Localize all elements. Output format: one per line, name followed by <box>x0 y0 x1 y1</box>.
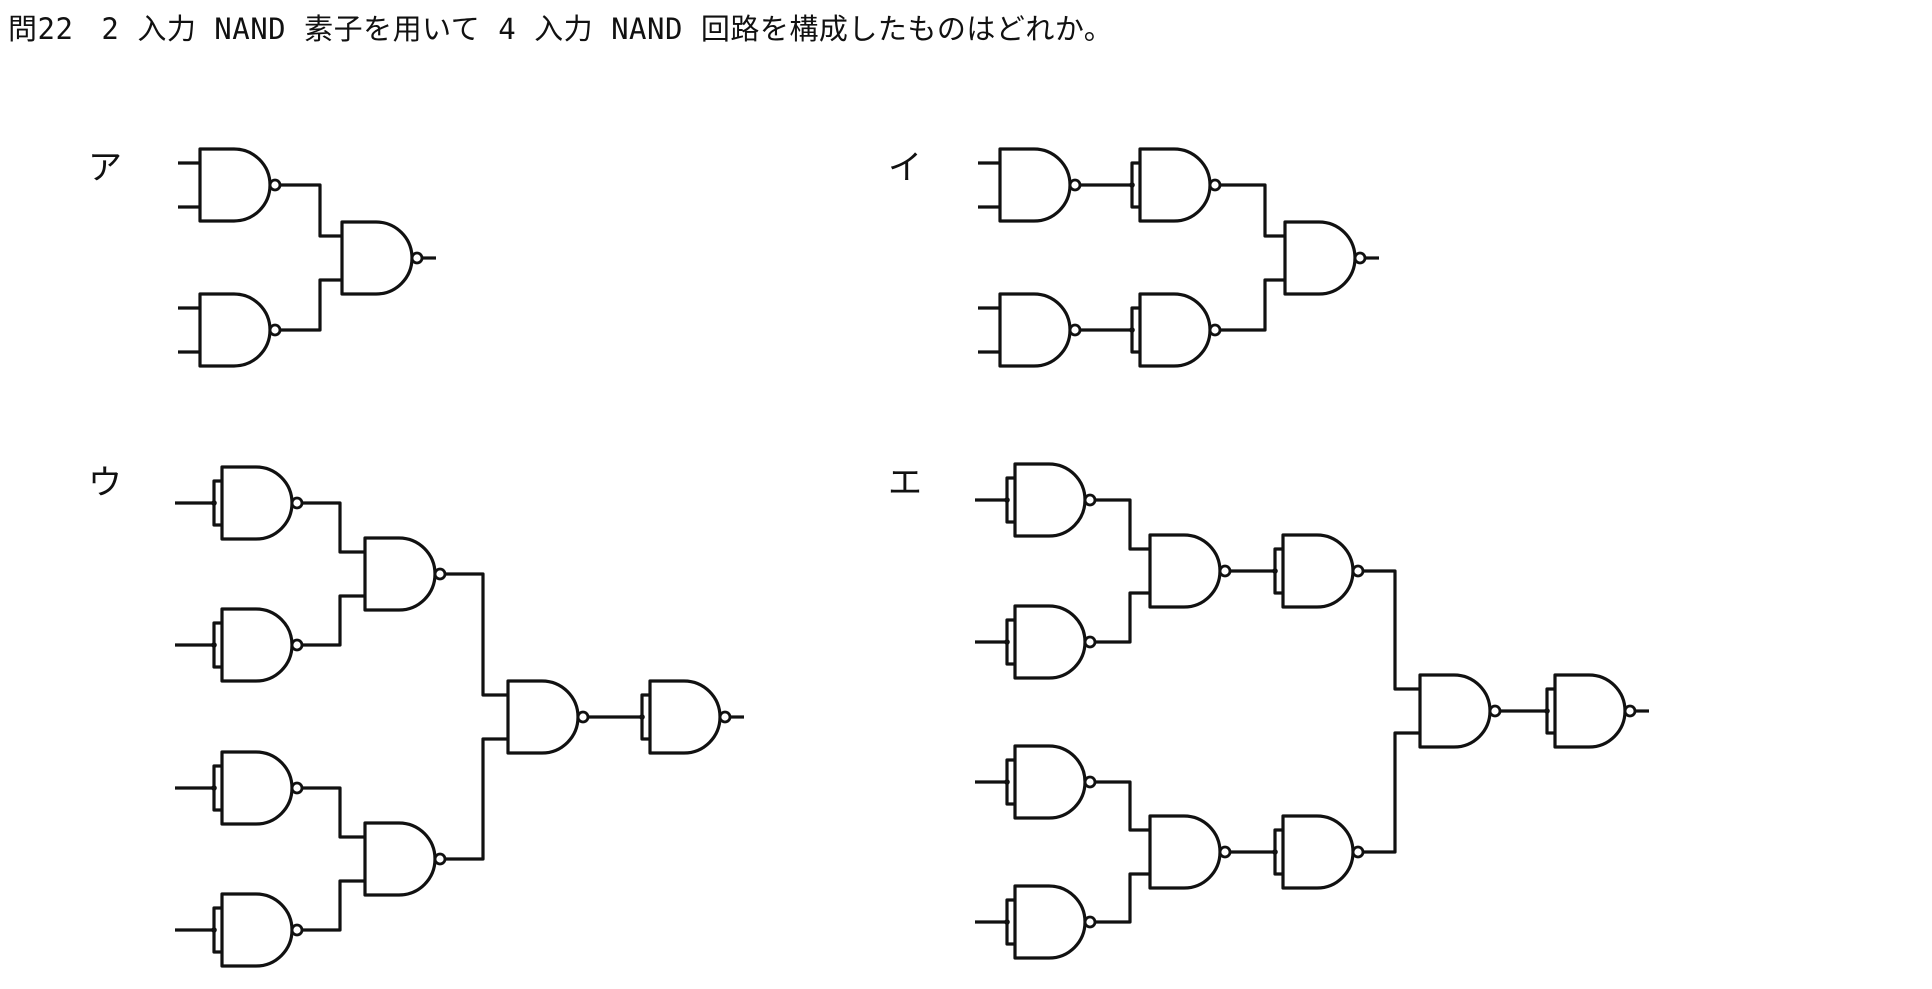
wire <box>302 501 365 554</box>
junction-dot <box>1129 327 1135 333</box>
nand-gate <box>1418 673 1492 749</box>
nand-gate <box>363 821 437 897</box>
nand-gate <box>1281 814 1355 890</box>
question-body: 2 入力 NAND 素子を用いて 4 入力 NAND 回路を構成したものはどれか… <box>101 12 1114 46</box>
option-label-a: ア <box>88 148 122 188</box>
inverter-bubble <box>1351 845 1365 859</box>
circuit-option-a <box>178 147 436 368</box>
wire <box>1095 780 1150 832</box>
inverter-bubble <box>268 178 282 192</box>
nand-gate <box>998 147 1072 223</box>
inverter-bubble <box>1351 564 1365 578</box>
nand-gate <box>1013 884 1087 960</box>
wire <box>302 594 365 647</box>
inverter-bubble <box>433 567 447 581</box>
nand-gate <box>648 679 722 755</box>
nand-gate <box>1148 814 1222 890</box>
question-number: 問22 <box>8 12 74 46</box>
wire <box>1363 731 1420 854</box>
nand-gate <box>1281 533 1355 609</box>
circuit-option-u <box>175 465 744 968</box>
wire <box>1095 591 1150 644</box>
nand-gate <box>220 750 294 826</box>
junction-dot <box>1004 639 1010 645</box>
junction-dot <box>211 927 217 933</box>
inverter-bubble <box>1623 704 1637 718</box>
nand-gate <box>1138 292 1212 368</box>
junction-dot <box>1129 182 1135 188</box>
circuit-option-i <box>978 147 1379 368</box>
wire <box>1095 872 1150 924</box>
option-label-i: イ <box>888 148 922 188</box>
nand-gate <box>998 292 1072 368</box>
wire <box>302 786 365 839</box>
inverter-bubble <box>1083 635 1097 649</box>
inverter-bubble <box>1218 845 1232 859</box>
inverter-bubble <box>290 923 304 937</box>
nand-gate <box>1138 147 1212 223</box>
inverter-bubble <box>1068 323 1082 337</box>
junction-dot <box>1272 568 1278 574</box>
inverter-bubble <box>718 710 732 724</box>
nand-gate <box>363 536 437 612</box>
nand-gate <box>198 147 272 223</box>
inverter-bubble <box>1488 704 1502 718</box>
nand-gate <box>220 465 294 541</box>
nand-gate <box>1013 744 1087 820</box>
nand-gate <box>340 220 414 296</box>
option-label-e: エ <box>888 463 922 503</box>
wire <box>445 572 508 697</box>
inverter-bubble <box>410 251 424 265</box>
nand-gate <box>1148 533 1222 609</box>
wire <box>1220 278 1285 332</box>
junction-dot <box>1004 497 1010 503</box>
wire <box>1095 498 1150 551</box>
option-label-u: ウ <box>88 463 122 503</box>
nand-gate <box>1553 673 1627 749</box>
nand-gate <box>1013 604 1087 680</box>
nand-gate <box>1283 220 1357 296</box>
inverter-bubble <box>1353 251 1367 265</box>
nand-gate <box>220 607 294 683</box>
inverter-bubble <box>1083 915 1097 929</box>
inverter-bubble <box>268 323 282 337</box>
junction-dot <box>1544 708 1550 714</box>
inverter-bubble <box>1083 493 1097 507</box>
wire <box>1220 183 1285 238</box>
nand-gate <box>506 679 580 755</box>
inverter-bubble <box>290 638 304 652</box>
circuit-option-e <box>975 462 1649 960</box>
inverter-bubble <box>1218 564 1232 578</box>
wire <box>445 737 508 861</box>
inverter-bubble <box>290 781 304 795</box>
junction-dot <box>1272 849 1278 855</box>
wire <box>280 278 342 332</box>
junction-dot <box>639 714 645 720</box>
wire <box>1363 569 1420 691</box>
junction-dot <box>211 785 217 791</box>
nand-gate <box>198 292 272 368</box>
nand-gate <box>220 892 294 968</box>
inverter-bubble <box>576 710 590 724</box>
wire <box>280 183 342 238</box>
junction-dot <box>211 500 217 506</box>
nand-gate <box>1013 462 1087 538</box>
inverter-bubble <box>1068 178 1082 192</box>
junction-dot <box>1004 919 1010 925</box>
inverter-bubble <box>1083 775 1097 789</box>
wire <box>302 879 365 932</box>
inverter-bubble <box>290 496 304 510</box>
inverter-bubble <box>1208 178 1222 192</box>
inverter-bubble <box>1208 323 1222 337</box>
inverter-bubble <box>433 852 447 866</box>
junction-dot <box>1004 779 1010 785</box>
junction-dot <box>211 642 217 648</box>
question-text: 問22 2 入力 NAND 素子を用いて 4 入力 NAND 回路を構成したものは… <box>8 6 1113 48</box>
